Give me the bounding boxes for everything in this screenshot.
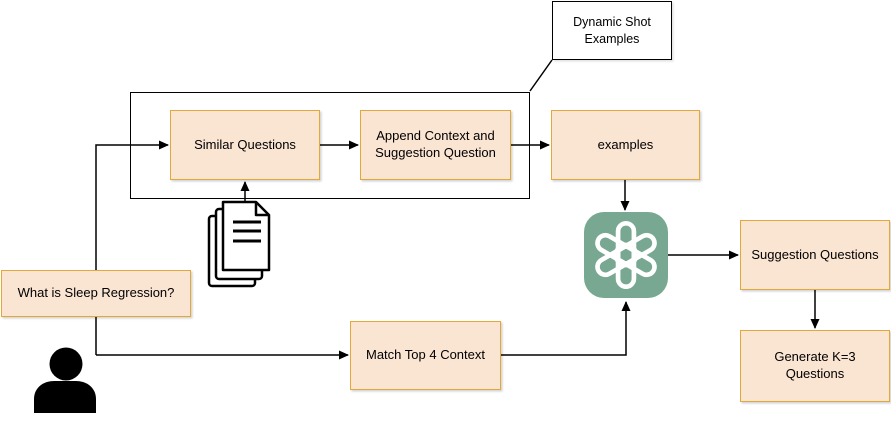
match-top4-context-node: Match Top 4 Context bbox=[350, 321, 501, 390]
append-context-node: Append Context and Suggestion Question bbox=[360, 110, 511, 180]
dynamic-shot-examples-label-box: Dynamic Shot Examples bbox=[552, 1, 672, 60]
similar-questions-node: Similar Questions bbox=[170, 110, 320, 180]
openai-logo-icon bbox=[584, 212, 668, 298]
examples-node: examples bbox=[551, 110, 700, 180]
user-question-node: What is Sleep Regression? bbox=[1, 270, 191, 317]
generate-k3-questions-node: Generate K=3 Questions bbox=[740, 330, 890, 402]
suggestion-questions-node: Suggestion Questions bbox=[740, 220, 890, 290]
documents-stack-icon bbox=[205, 198, 283, 293]
person-icon bbox=[33, 344, 105, 414]
openai-knot-glyph bbox=[595, 220, 657, 290]
callout-line-dynamic-shot bbox=[529, 59, 553, 92]
dynamic-shot-group-frame bbox=[130, 92, 530, 199]
edge-match-to-llm bbox=[501, 301, 631, 356]
